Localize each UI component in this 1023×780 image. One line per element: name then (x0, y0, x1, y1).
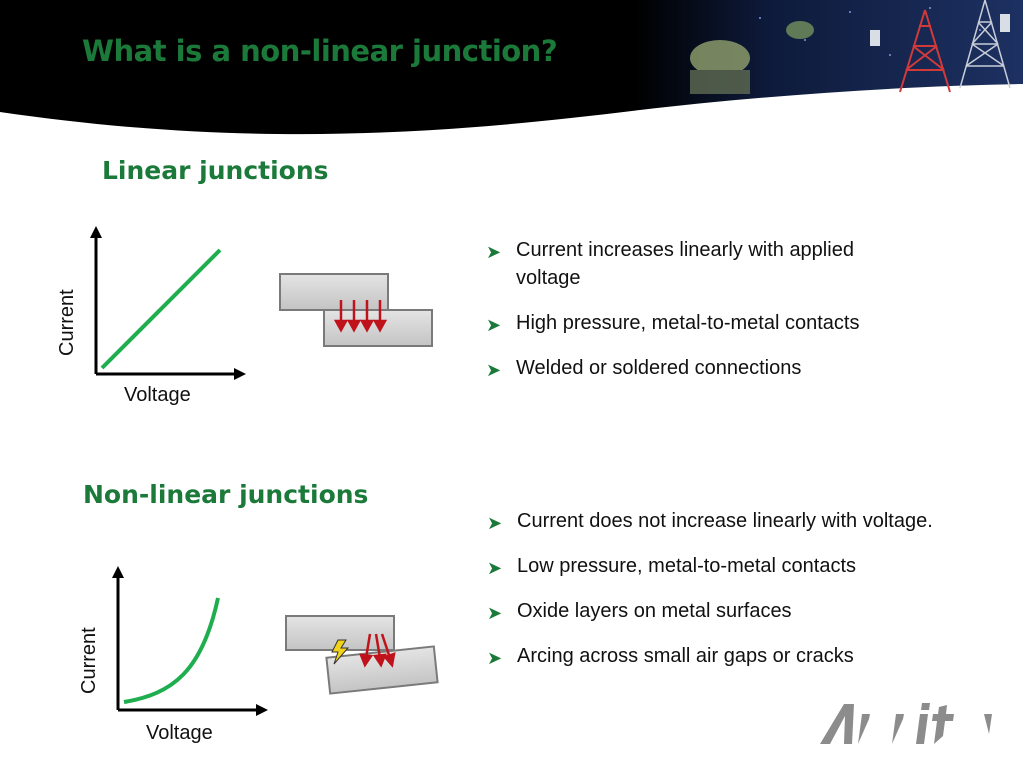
list-item: ➤Current increases linearly with applied… (486, 239, 854, 289)
chevron-right-icon: ➤ (487, 603, 503, 623)
list-item: ➤Arcing across small air gaps or cracks (483, 642, 1013, 670)
chevron-right-icon: ➤ (487, 558, 503, 578)
y-axis-arrow-icon (90, 226, 102, 238)
chevron-right-icon: ➤ (486, 315, 502, 335)
nonlinear-contact-illustration (282, 610, 442, 695)
list-item: ➤High pressure, metal-to-metal contacts (482, 309, 922, 337)
nonlinear-bullet-list: ➤Current does not increase linearly with… (483, 507, 1013, 687)
x-axis-arrow-icon (256, 704, 268, 716)
x-axis-arrow-icon (234, 368, 246, 380)
x-axis-label: Voltage (146, 722, 213, 744)
linear-iv-graph: Current Voltage (52, 224, 252, 414)
antenna-tower-graphic (959, 0, 1011, 89)
nonlinear-curve (123, 597, 220, 704)
anritsu-logo (818, 700, 998, 750)
y-axis-label: Current (56, 289, 78, 356)
list-item: ➤Welded or soldered connections (482, 354, 922, 382)
y-axis-label: Current (78, 627, 100, 694)
linear-graph-svg (90, 226, 246, 380)
chevron-right-icon: ➤ (486, 360, 502, 380)
header-banner: What is a non-linear junction? (0, 0, 1023, 150)
nonlinear-iv-graph: Current Voltage (72, 562, 272, 752)
linear-bullet-list: ➤Current increases linearly with applied… (482, 236, 922, 399)
nonlinear-section-heading: Non-linear junctions (83, 480, 369, 509)
current-arrows-icon (333, 300, 388, 333)
list-item: ➤Current does not increase linearly with… (483, 507, 1013, 535)
linear-curve (100, 248, 222, 370)
header-background (0, 0, 1023, 135)
chevron-right-icon: ➤ (487, 648, 503, 668)
list-item: ➤Oxide layers on metal surfaces (483, 597, 1013, 625)
upper-metal-plate (279, 273, 389, 311)
list-item: ➤Low pressure, metal-to-metal contacts (483, 552, 1013, 580)
nonlinear-contact-svg (285, 615, 439, 695)
linear-contact-illustration (276, 270, 438, 350)
current-arrows-icon (359, 633, 396, 668)
slide-title: What is a non-linear junction? (82, 34, 558, 68)
nonlinear-graph-svg (112, 566, 268, 716)
y-axis-arrow-icon (112, 566, 124, 578)
anritsu-logo-icon (820, 703, 992, 744)
linear-section-heading: Linear junctions (102, 156, 329, 185)
lightning-icon (331, 639, 350, 665)
chevron-right-icon: ➤ (486, 242, 502, 262)
chevron-right-icon: ➤ (487, 513, 503, 533)
linear-contact-svg (279, 273, 433, 347)
x-axis-label: Voltage (124, 384, 191, 406)
